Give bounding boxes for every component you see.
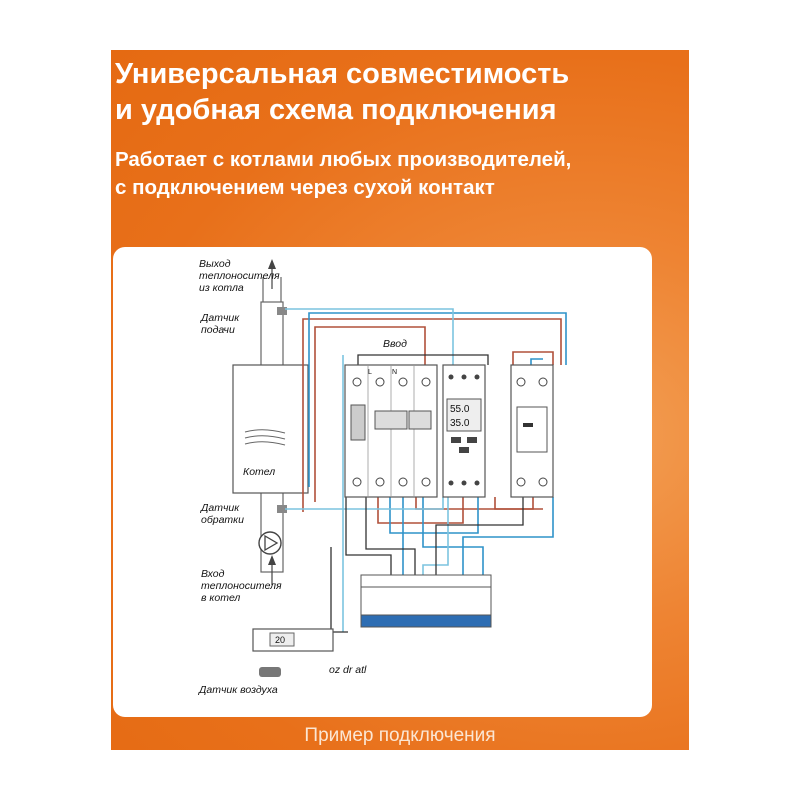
wiring-diagram-panel: Выход теплоносителя из котла Датчик пода… <box>113 247 652 717</box>
inlet-label-2: теплоносителя <box>201 580 282 592</box>
supply-sensor-label-1: Датчик <box>200 312 240 324</box>
dr-label: oz dr atl <box>329 664 367 676</box>
outlet-label-1: Выход <box>199 258 231 270</box>
circulation-pump-icon <box>258 531 282 555</box>
circuit-breakers <box>344 364 438 498</box>
headline: Универсальная совместимость и удобная сх… <box>115 56 569 128</box>
caption: Пример подключения <box>304 725 496 746</box>
subheadline: Работает с котлами любых производителей,… <box>115 146 571 202</box>
input-label: Ввод <box>383 338 407 350</box>
headline-line-1: Универсальная совместимость <box>115 58 570 90</box>
terminal-l-label: L <box>368 369 372 376</box>
terminal-n-label: N <box>392 369 397 376</box>
boiler-label: Котел <box>243 466 275 478</box>
inlet-label-1: Вход <box>201 568 225 580</box>
contactor <box>510 364 554 498</box>
air-sensor-label: Датчик воздуха <box>198 684 278 696</box>
display-bottom-value: 35.0 <box>450 418 470 429</box>
gray-wires <box>330 354 524 633</box>
wiring-diagram: Выход теплоносителя из котла Датчик пода… <box>198 258 567 696</box>
return-sensor-label-1: Датчик <box>200 502 240 514</box>
boiler <box>232 364 309 494</box>
subheadline-line-2: с подключением через сухой контакт <box>115 176 495 199</box>
terminal-block <box>360 574 492 628</box>
supply-sensor-label-2: подачи <box>201 324 235 336</box>
promo-banner: Универсальная совместимость и удобная сх… <box>111 50 689 750</box>
inlet-label-3: в котел <box>201 592 240 604</box>
outlet-label-3: из котла <box>199 282 244 294</box>
return-sensor-icon <box>277 505 287 513</box>
outlet-label-2: теплоносителя <box>199 270 280 282</box>
subheadline-line-1: Работает с котлами любых производителей, <box>115 148 572 171</box>
supply-sensor-icon <box>277 307 287 315</box>
room-unit-reading: 20 <box>275 635 285 645</box>
thermostat-controller <box>442 364 486 498</box>
air-sensor-icon <box>259 667 281 677</box>
return-sensor-label-2: обратки <box>201 514 244 526</box>
display-top-value: 55.0 <box>450 404 470 415</box>
headline-line-2: и удобная схема подключения <box>115 94 557 126</box>
room-thermostat <box>252 628 334 677</box>
